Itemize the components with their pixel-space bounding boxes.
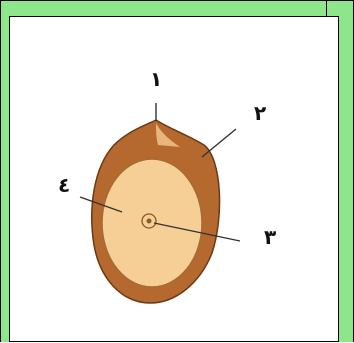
frame-divider	[326, 1, 327, 17]
label-part-3: ٣	[264, 227, 276, 247]
diagram-canvas: ١ ٢ ٣ ٤	[9, 16, 339, 342]
leader-line-2	[202, 129, 236, 157]
label-part-4: ٤	[58, 175, 70, 195]
label-part-1: ١	[150, 69, 162, 89]
frame-top-band	[0, 0, 354, 16]
center-dot	[147, 219, 152, 224]
label-part-2: ٢	[254, 103, 266, 123]
frame-panel: ١ ٢ ٣ ٤	[0, 16, 354, 342]
inner-part	[102, 159, 202, 287]
